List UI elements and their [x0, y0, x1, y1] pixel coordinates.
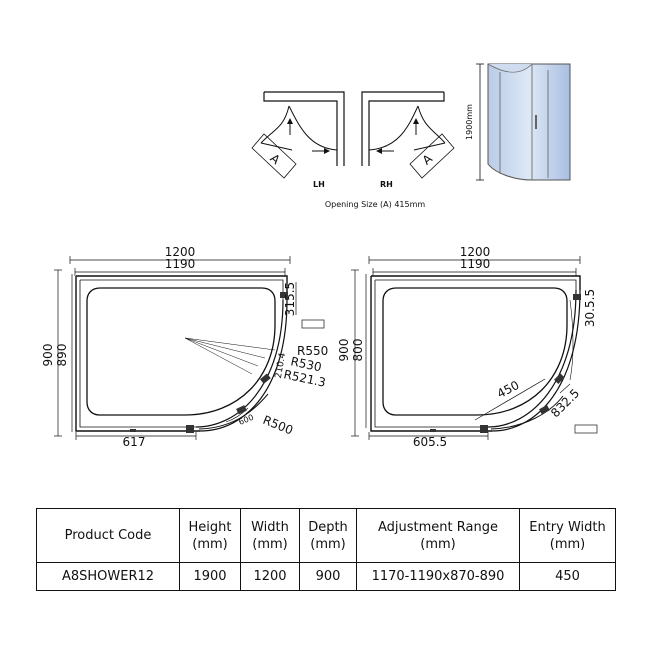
spec-table: Product Code Height (mm) Width (mm) Dept… [36, 508, 616, 591]
left-d210: 210.4 [274, 352, 288, 379]
header-unit: (mm) [192, 536, 228, 552]
rh-a-label: A [420, 151, 436, 168]
lh-door-plan [251, 91, 345, 179]
header-entry-width: Entry Width (mm) [519, 508, 616, 563]
right-entry-width: 450 [495, 378, 522, 401]
left-r550: R550 [297, 344, 328, 358]
right-width-outer: 1200 [460, 245, 491, 259]
header-depth: Depth (mm) [299, 508, 357, 563]
spec-header-row: Product Code Height (mm) Width (mm) Dept… [36, 508, 616, 563]
right-side-return: 30.5.5 [583, 289, 597, 327]
lh-label: LH [313, 180, 325, 189]
left-depth-outer: 900 [41, 344, 55, 367]
value-entry-width: 450 [519, 562, 616, 591]
opening-size-caption: Opening Size (A) 415mm [325, 200, 426, 209]
left-hinges [130, 292, 325, 433]
rh-door-plan [361, 91, 455, 179]
right-diag: 832.5 [548, 386, 582, 420]
header-text: Depth [308, 519, 348, 535]
header-unit: (mm) [549, 536, 586, 552]
rh-label: RH [380, 180, 393, 189]
right-width-inner: 1190 [460, 257, 491, 271]
left-plan [54, 256, 297, 440]
right-hinges [430, 294, 598, 434]
left-r530: R530 [289, 354, 322, 374]
left-depth-inner: 890 [55, 344, 69, 367]
value-depth: 900 [299, 562, 357, 591]
header-unit: (mm) [252, 536, 288, 552]
elevation-height-label: 1900mm [465, 104, 474, 140]
right-plan [351, 256, 581, 440]
spec-value-row: A8SHOWER12 1900 1200 900 1170-1190x870-8… [36, 562, 616, 591]
left-r500: R500 [261, 413, 295, 438]
left-width-inner: 1190 [165, 257, 196, 271]
left-width-outer: 1200 [165, 245, 196, 259]
right-bottom: 605.5 [413, 435, 447, 449]
left-bottom: 617 [123, 435, 146, 449]
value-adjustment-range: 1170-1190x870-890 [356, 562, 520, 591]
header-width: Width (mm) [240, 508, 300, 563]
header-unit: (mm) [420, 536, 456, 552]
header-text: Width [251, 519, 289, 535]
right-depth-outer: 900 [337, 339, 351, 362]
header-text: Height [188, 519, 232, 535]
header-text: Product Code [64, 528, 152, 543]
right-depth-inner: 800 [351, 339, 365, 362]
value-width: 1200 [240, 562, 300, 591]
header-text: Adjustment Range [378, 519, 498, 535]
header-height: Height (mm) [179, 508, 241, 563]
header-product-code: Product Code [36, 508, 180, 563]
header-adjustment-range: Adjustment Range (mm) [356, 508, 520, 563]
elevation-view [476, 63, 571, 181]
value-height: 1900 [179, 562, 241, 591]
value-product-code: A8SHOWER12 [36, 562, 180, 591]
left-side-return: 315.5 [283, 282, 297, 316]
header-text: Entry Width [529, 519, 606, 535]
header-unit: (mm) [310, 536, 346, 552]
